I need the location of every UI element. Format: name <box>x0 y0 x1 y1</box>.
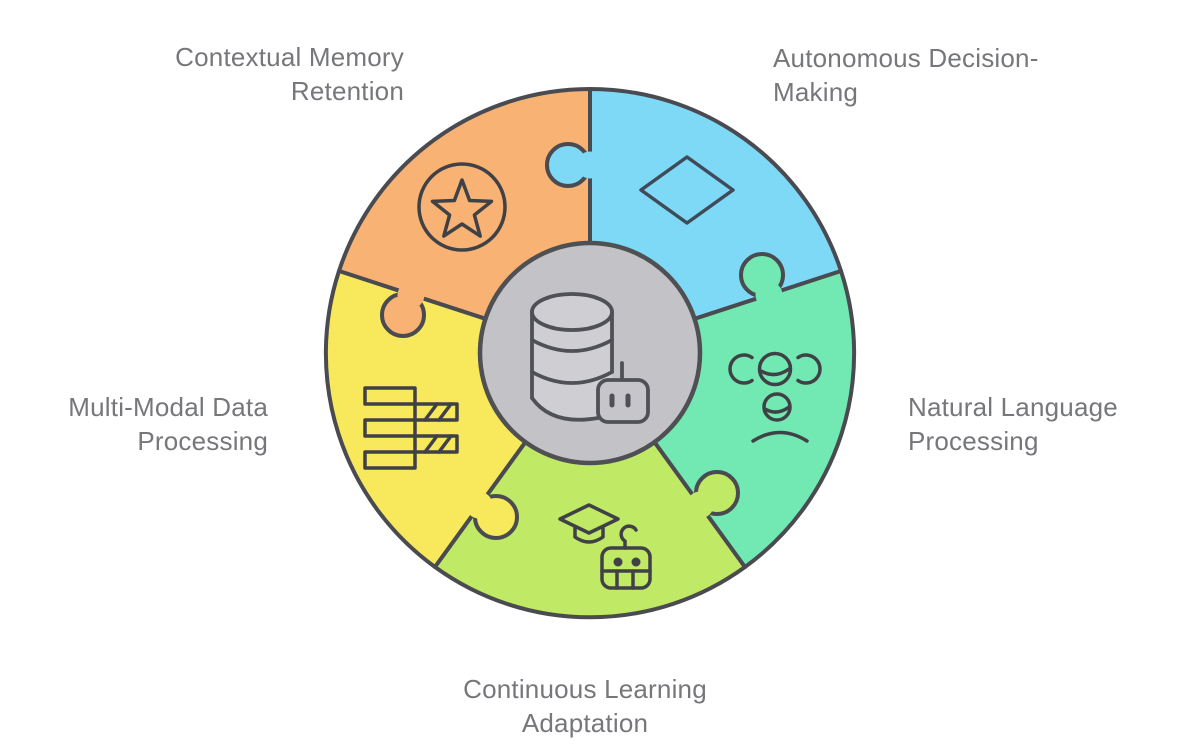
diamond-icon <box>639 155 735 225</box>
graduation-robot-icon <box>558 503 652 590</box>
label-line: Contextual Memory <box>175 42 404 72</box>
center-hub <box>477 240 703 466</box>
label-natural-language-processing: Natural Language Processing <box>908 390 1188 458</box>
star-circle-icon <box>417 162 507 252</box>
label-line: Continuous Learning <box>463 674 707 704</box>
label-line: Retention <box>290 76 404 106</box>
puzzle-knob-orange-into-yellow <box>380 281 426 338</box>
database-robot-icon <box>530 292 650 424</box>
segment-continuous-learning-adaptation <box>433 351 747 620</box>
label-autonomous-decision-making: Autonomous Decision- Making <box>773 41 1103 109</box>
label-contextual-memory-retention: Contextual Memory Retention <box>150 40 404 108</box>
hatched-bars-icon <box>363 386 459 470</box>
puzzle-knob-yellow-into-lime <box>465 491 519 540</box>
puzzle-knob-mint-into-blue <box>739 252 785 309</box>
label-line: Making <box>773 77 859 107</box>
label-line: Autonomous Decision- <box>773 43 1039 73</box>
language-globes-icon <box>728 351 822 443</box>
puzzle-knob-lime-into-mint <box>686 470 740 519</box>
label-line: Multi-Modal Data <box>68 392 268 422</box>
label-line: Natural Language <box>908 392 1118 422</box>
label-multi-modal-data-processing: Multi-Modal Data Processing <box>30 390 268 458</box>
puzzle-knob-blue-into-orange <box>545 142 604 188</box>
label-line: Adaptation <box>521 708 649 738</box>
label-line: Processing <box>137 426 268 456</box>
label-line: Processing <box>908 426 1039 456</box>
label-continuous-learning-adaptation: Continuous Learning Adaptation <box>385 672 785 740</box>
